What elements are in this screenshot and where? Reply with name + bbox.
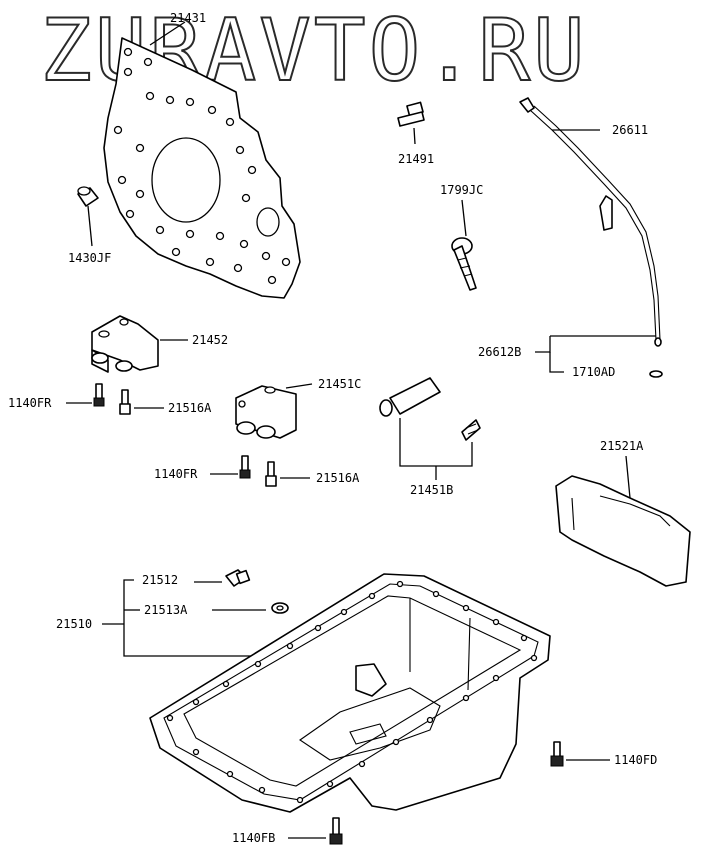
label-21521A: 21521A	[600, 439, 644, 453]
drive-plate-21431[interactable]	[103, 21, 301, 299]
leader-26612B	[535, 335, 656, 373]
oring-1710AD[interactable]	[649, 370, 663, 378]
label-1140FB: 1140FB	[232, 831, 275, 845]
label-26612B: 26612B	[478, 345, 521, 359]
flange-holes	[166, 580, 538, 804]
label-21451C: 21451C	[318, 377, 361, 391]
bolt-1140FR-a[interactable]	[66, 383, 105, 407]
label-21516A-a: 21516A	[168, 401, 212, 415]
bracket-21452[interactable]	[91, 315, 188, 373]
label-1430JF: 1430JF	[68, 251, 111, 265]
gasket-21513A[interactable]	[271, 602, 289, 614]
label-1799JC: 1799JC	[440, 183, 483, 197]
label-1140FR-b: 1140FR	[154, 467, 198, 481]
clip-1799JC[interactable]	[451, 199, 477, 291]
drain-plug-21512[interactable]	[225, 569, 251, 587]
label-21431: 21431	[170, 11, 206, 25]
label-21510: 21510	[56, 617, 92, 631]
dipstick-26611[interactable]	[519, 97, 662, 347]
bolt-1140FR-b[interactable]	[210, 455, 251, 479]
label-21512: 21512	[142, 573, 178, 587]
label-21451B: 21451B	[410, 483, 453, 497]
label-21516A-b: 21516A	[316, 471, 360, 485]
label-21513A: 21513A	[144, 603, 188, 617]
bolt-21516A-b[interactable]	[265, 461, 310, 487]
baffle-plate-21521A[interactable]	[555, 455, 691, 587]
bracket-21451C[interactable]	[235, 383, 313, 439]
label-26611: 26611	[612, 123, 648, 137]
label-1140FD: 1140FD	[614, 753, 657, 767]
dowel-pin-1430JF[interactable]	[77, 186, 99, 247]
bolt-holes	[113, 47, 291, 285]
label-21452: 21452	[192, 333, 228, 347]
label-1710AD: 1710AD	[572, 365, 615, 379]
bolt-21516A-a[interactable]	[119, 389, 164, 415]
bolt-21491[interactable]	[397, 101, 425, 145]
oil-pan-21510[interactable]	[149, 573, 551, 813]
bolt-1140FD[interactable]	[550, 741, 610, 767]
label-1140FR-a: 1140FR	[8, 396, 52, 410]
label-21491: 21491	[398, 152, 434, 166]
sealant-tube-21451B[interactable]	[379, 377, 481, 480]
leader-21510	[102, 579, 266, 657]
bolt-1140FB[interactable]	[288, 817, 343, 845]
